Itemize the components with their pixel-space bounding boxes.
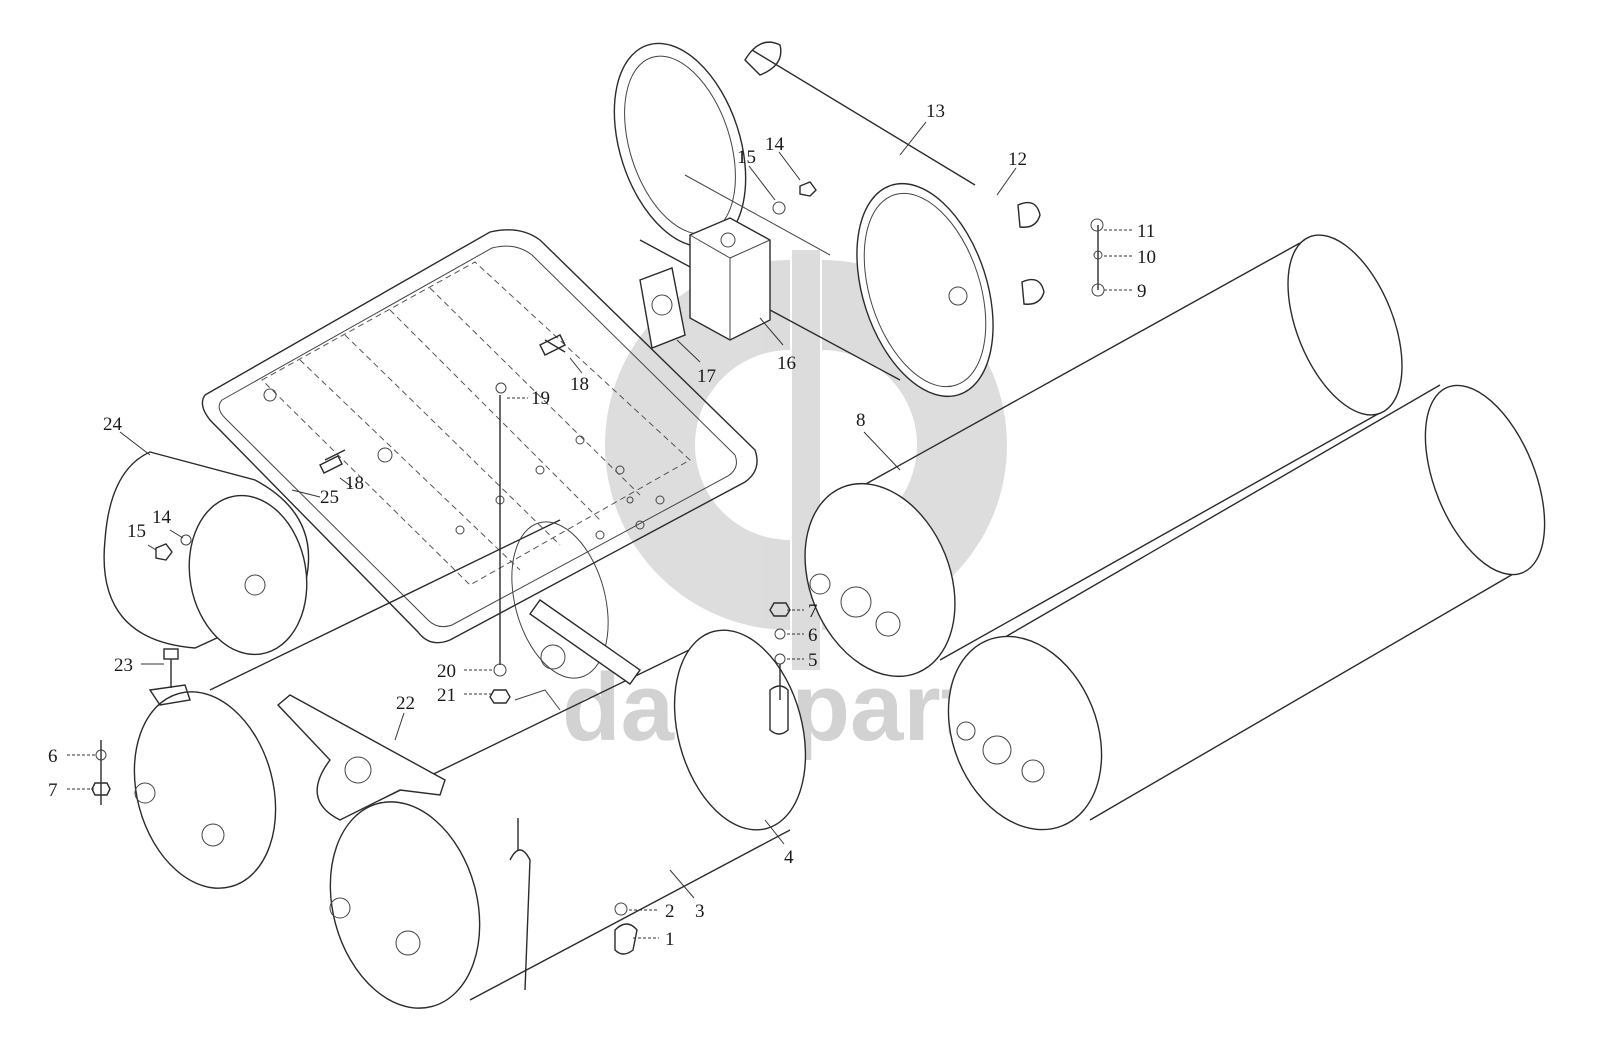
- callout-20: 20: [437, 661, 456, 682]
- callout-4: 4: [784, 847, 794, 868]
- callout-9: 9: [1137, 281, 1147, 302]
- callout-15-upper: 15: [737, 147, 756, 168]
- strap-bracket: [514, 599, 789, 735]
- callout-22: 22: [396, 693, 415, 714]
- callout-13: 13: [926, 101, 945, 122]
- callout-2: 2: [665, 901, 675, 922]
- tank-8: [804, 234, 1403, 678]
- callout-24: 24: [103, 414, 123, 435]
- callout-7-right: 7: [808, 601, 818, 622]
- tank-13: [613, 41, 1045, 398]
- callout-11: 11: [1137, 221, 1155, 242]
- callout-25: 25: [320, 487, 339, 508]
- callout-7-left: 7: [48, 780, 58, 801]
- tank-24: [103, 451, 310, 656]
- callout-18-upper: 18: [570, 374, 589, 395]
- callout-17: 17: [697, 366, 716, 387]
- callout-1: 1: [665, 929, 675, 950]
- callout-10: 10: [1137, 247, 1156, 268]
- callout-23: 23: [114, 655, 133, 676]
- callout-5: 5: [808, 650, 818, 671]
- callout-6-left: 6: [48, 746, 58, 767]
- callout-6-right: 6: [808, 625, 818, 646]
- callout-21: 21: [437, 685, 456, 706]
- callout-15-lower: 15: [127, 521, 146, 542]
- tank-lower-right: [947, 384, 1546, 831]
- hardware: [91, 181, 1105, 955]
- leader-lines: [67, 121, 1133, 939]
- bracket-16: [684, 174, 831, 341]
- tank-4: [133, 519, 609, 889]
- callout-19: 19: [531, 388, 550, 409]
- callout-labels: 13 12 14 15 11 10 9 16 17 18 19 8 24 18 …: [48, 101, 1156, 950]
- callout-14-upper: 14: [765, 134, 785, 155]
- callout-12: 12: [1008, 149, 1027, 170]
- bracket-22: [276, 694, 446, 821]
- callout-3: 3: [695, 901, 705, 922]
- callout-14-lower: 14: [152, 507, 172, 528]
- tray-frame: [201, 229, 758, 644]
- callout-18-lower: 18: [345, 473, 364, 494]
- tank-3: [329, 629, 807, 1009]
- plate-17: [639, 267, 686, 349]
- callout-8: 8: [856, 410, 866, 431]
- callout-16: 16: [777, 353, 796, 374]
